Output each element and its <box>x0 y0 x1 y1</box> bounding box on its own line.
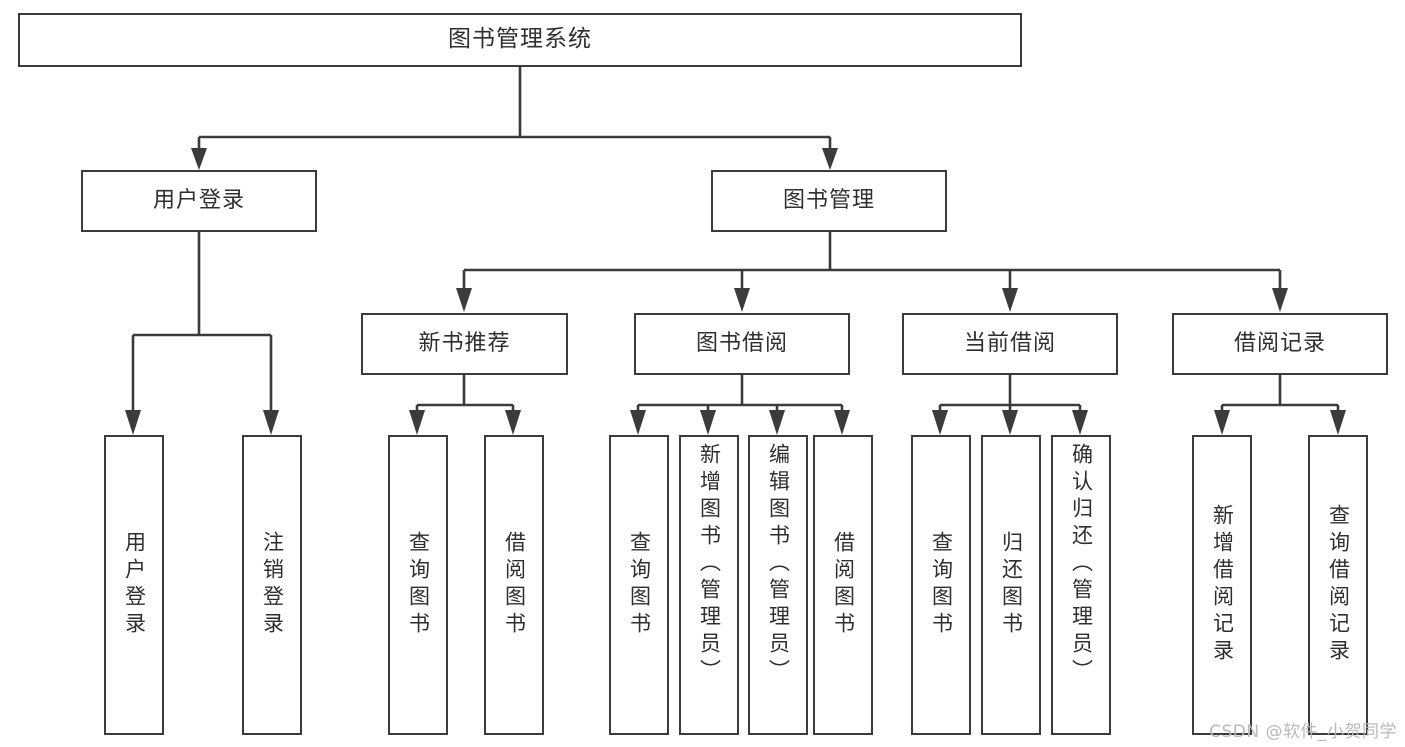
leaf-newbook-borrow-book[interactable]: 借阅图书 <box>484 435 544 735</box>
leaf-newbook-query-book[interactable]: 查询图书 <box>388 435 448 735</box>
node-label: 用户登录 <box>122 531 147 639</box>
csdn-watermark: CSDN @软件_小贺同学 <box>1209 722 1397 742</box>
leaf-borrow-query-book[interactable]: 查询图书 <box>609 435 669 735</box>
leaf-user-login[interactable]: 用户登录 <box>104 435 164 735</box>
node-label: 借阅图书 <box>502 531 527 639</box>
leaf-record-add-borrow-record[interactable]: 新增借阅记录 <box>1192 435 1252 735</box>
node-label: 查询借阅记录 <box>1326 504 1351 666</box>
node-label: 借阅图书 <box>831 531 856 639</box>
leaf-borrow-add-book-admin[interactable]: 新增图书（管理员） <box>679 435 739 735</box>
leaf-borrow-edit-book-admin[interactable]: 编辑图书（管理员） <box>748 435 808 735</box>
node-label: 查询图书 <box>929 531 954 639</box>
node-label: 用户登录 <box>152 188 245 214</box>
node-user-login[interactable]: 用户登录 <box>81 170 317 232</box>
leaf-current-query-book[interactable]: 查询图书 <box>911 435 971 735</box>
node-current-borrow[interactable]: 当前借阅 <box>902 313 1118 375</box>
leaf-current-return-book[interactable]: 归还图书 <box>981 435 1041 735</box>
leaf-record-query-borrow-record[interactable]: 查询借阅记录 <box>1308 435 1368 735</box>
node-root-system[interactable]: 图书管理系统 <box>18 13 1022 67</box>
node-label: 新增图书（管理员） <box>697 443 722 686</box>
node-label: 查询图书 <box>406 531 431 639</box>
node-label: 新书推荐 <box>418 331 511 357</box>
node-label: 确认归还（管理员） <box>1069 443 1094 686</box>
node-label: 图书管理 <box>782 188 875 214</box>
node-label: 编辑图书（管理员） <box>766 443 791 686</box>
node-label: 当前借阅 <box>963 331 1056 357</box>
node-book-borrow[interactable]: 图书借阅 <box>634 313 850 375</box>
node-new-book-recommend[interactable]: 新书推荐 <box>361 313 568 375</box>
node-label: 归还图书 <box>999 531 1024 639</box>
leaf-current-confirm-return-admin[interactable]: 确认归还（管理员） <box>1051 435 1111 735</box>
node-borrow-record[interactable]: 借阅记录 <box>1172 313 1388 375</box>
node-book-management[interactable]: 图书管理 <box>711 170 947 232</box>
node-label: 借阅记录 <box>1233 331 1326 357</box>
node-label: 图书借阅 <box>695 331 788 357</box>
node-label: 注销登录 <box>260 531 285 639</box>
leaf-borrow-borrow-book[interactable]: 借阅图书 <box>813 435 873 735</box>
node-label: 图书管理系统 <box>448 26 592 53</box>
node-label: 查询图书 <box>627 531 652 639</box>
node-label: 新增借阅记录 <box>1210 504 1235 666</box>
leaf-user-logout[interactable]: 注销登录 <box>242 435 302 735</box>
